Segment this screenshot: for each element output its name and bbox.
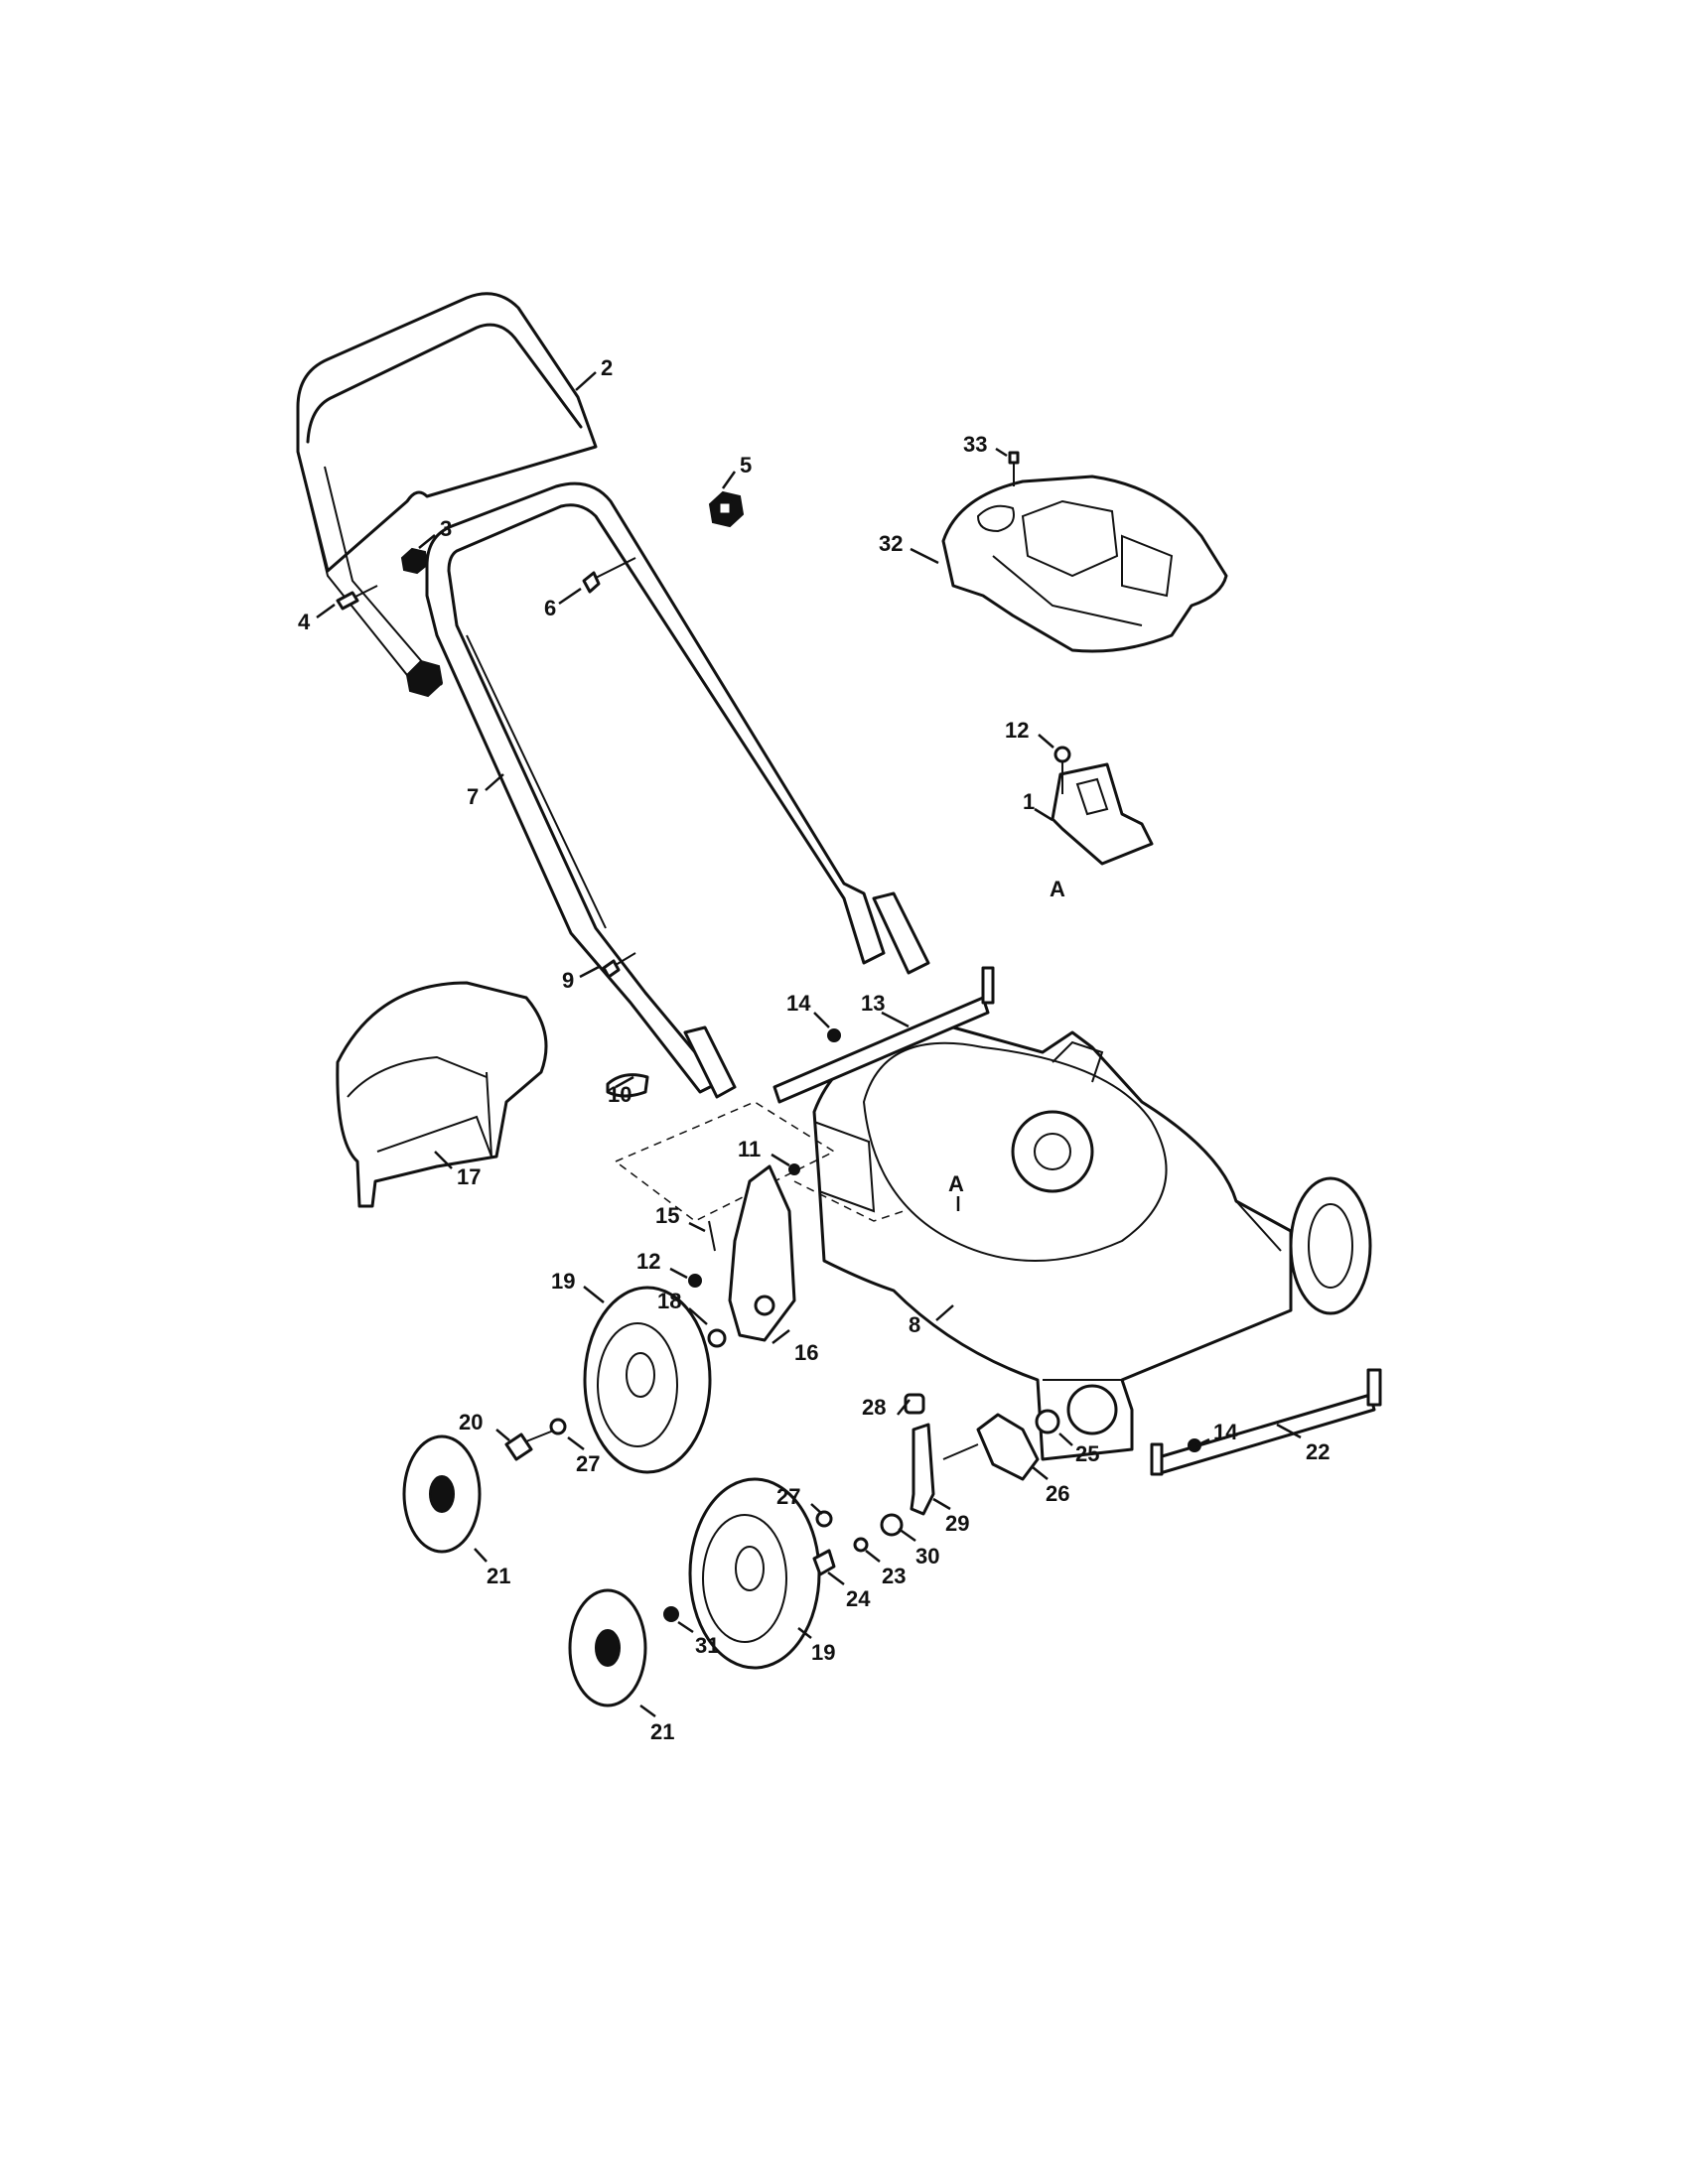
handle-bolt-4 bbox=[336, 585, 378, 611]
grass-bag bbox=[336, 981, 548, 1208]
axle-bolt-20 bbox=[504, 1429, 557, 1461]
callout-A-deck: A bbox=[948, 1171, 964, 1196]
bushing-25 bbox=[1035, 1409, 1060, 1434]
bracket-1 bbox=[1051, 746, 1154, 866]
callout-31: 31 bbox=[695, 1633, 719, 1658]
hubcap-21a bbox=[402, 1434, 482, 1554]
handle-knob-left bbox=[405, 659, 444, 698]
callout-19-rear: 19 bbox=[551, 1269, 575, 1294]
upper-handle bbox=[296, 292, 598, 686]
screw-12b bbox=[688, 1274, 702, 1288]
callout-17: 17 bbox=[457, 1164, 481, 1189]
screw-11 bbox=[788, 1163, 800, 1175]
callout-11: 11 bbox=[738, 1137, 761, 1161]
callout-19-front: 19 bbox=[811, 1640, 835, 1665]
callout-9: 9 bbox=[562, 968, 574, 993]
mower-deck bbox=[812, 1025, 1293, 1461]
lower-handle bbox=[425, 481, 930, 1099]
callout-18: 18 bbox=[657, 1289, 681, 1313]
callout-14-top: 14 bbox=[786, 991, 811, 1016]
callout-16: 16 bbox=[794, 1340, 818, 1365]
assembly-guide-left bbox=[614, 1101, 836, 1222]
bushing-24 bbox=[812, 1549, 836, 1576]
callout-labels: 2 33 5 3 32 4 6 12 1 7 A 9 14 13 10 17 1… bbox=[298, 355, 1330, 1744]
callout-29: 29 bbox=[945, 1511, 969, 1536]
nut-31 bbox=[663, 1606, 679, 1622]
callout-21-front: 21 bbox=[650, 1719, 674, 1744]
pivot-bracket-26 bbox=[942, 1413, 1040, 1481]
lever-29 bbox=[910, 1423, 935, 1516]
handle-knob-10 bbox=[606, 1073, 649, 1098]
callout-4: 4 bbox=[298, 610, 311, 634]
callout-A-bracket: A bbox=[1050, 877, 1065, 901]
callout-14-right: 14 bbox=[1213, 1420, 1238, 1444]
callout-6: 6 bbox=[544, 596, 556, 620]
engine-cover bbox=[941, 475, 1228, 653]
washer-18 bbox=[707, 1328, 727, 1348]
rear-axle-13 bbox=[772, 966, 995, 1104]
callout-7: 7 bbox=[467, 784, 479, 809]
callout-5: 5 bbox=[740, 453, 752, 478]
callout-24: 24 bbox=[846, 1586, 871, 1611]
callout-20: 20 bbox=[459, 1410, 483, 1434]
callout-13: 13 bbox=[861, 991, 885, 1016]
callout-23: 23 bbox=[882, 1564, 906, 1588]
callout-33: 33 bbox=[963, 432, 987, 457]
callout-21-rear: 21 bbox=[487, 1564, 510, 1588]
rear-wheel-right bbox=[1289, 1176, 1372, 1315]
callout-25: 25 bbox=[1075, 1441, 1099, 1466]
knob-28 bbox=[904, 1393, 925, 1415]
callout-3: 3 bbox=[440, 516, 452, 541]
callout-32: 32 bbox=[879, 531, 903, 556]
callout-12-top: 12 bbox=[1005, 718, 1029, 743]
hubcap-21b bbox=[568, 1588, 647, 1707]
callout-15: 15 bbox=[655, 1203, 679, 1228]
wheel-19a bbox=[583, 1286, 712, 1474]
callout-1: 1 bbox=[1023, 789, 1035, 814]
handle-bolt-9 bbox=[602, 952, 636, 979]
callout-12-left: 12 bbox=[636, 1249, 660, 1274]
spacer-27a bbox=[549, 1418, 567, 1435]
handle-bolt-6 bbox=[582, 557, 636, 594]
callout-30: 30 bbox=[915, 1544, 939, 1569]
callout-27-rear: 27 bbox=[576, 1451, 600, 1476]
handle-knob-3 bbox=[400, 547, 429, 575]
callout-2: 2 bbox=[601, 355, 613, 380]
height-adjuster-16 bbox=[728, 1164, 796, 1342]
callout-22: 22 bbox=[1306, 1439, 1330, 1464]
washer-30 bbox=[880, 1513, 904, 1537]
spacer-27b bbox=[815, 1510, 833, 1528]
nut-14b bbox=[1188, 1438, 1201, 1452]
handle-knob-5 bbox=[708, 490, 745, 528]
screw-33 bbox=[1008, 451, 1020, 486]
callout-27-front: 27 bbox=[776, 1484, 800, 1509]
nut-14a bbox=[827, 1028, 841, 1042]
assembly-guide-right bbox=[793, 1180, 905, 1222]
washer-23 bbox=[853, 1537, 869, 1553]
callout-8: 8 bbox=[909, 1312, 920, 1337]
callout-26: 26 bbox=[1046, 1481, 1069, 1506]
front-axle-22 bbox=[1150, 1368, 1382, 1476]
leader-lines bbox=[316, 371, 1302, 1718]
callout-28: 28 bbox=[862, 1395, 886, 1420]
callout-10: 10 bbox=[608, 1082, 632, 1107]
spring-15 bbox=[708, 1220, 716, 1252]
